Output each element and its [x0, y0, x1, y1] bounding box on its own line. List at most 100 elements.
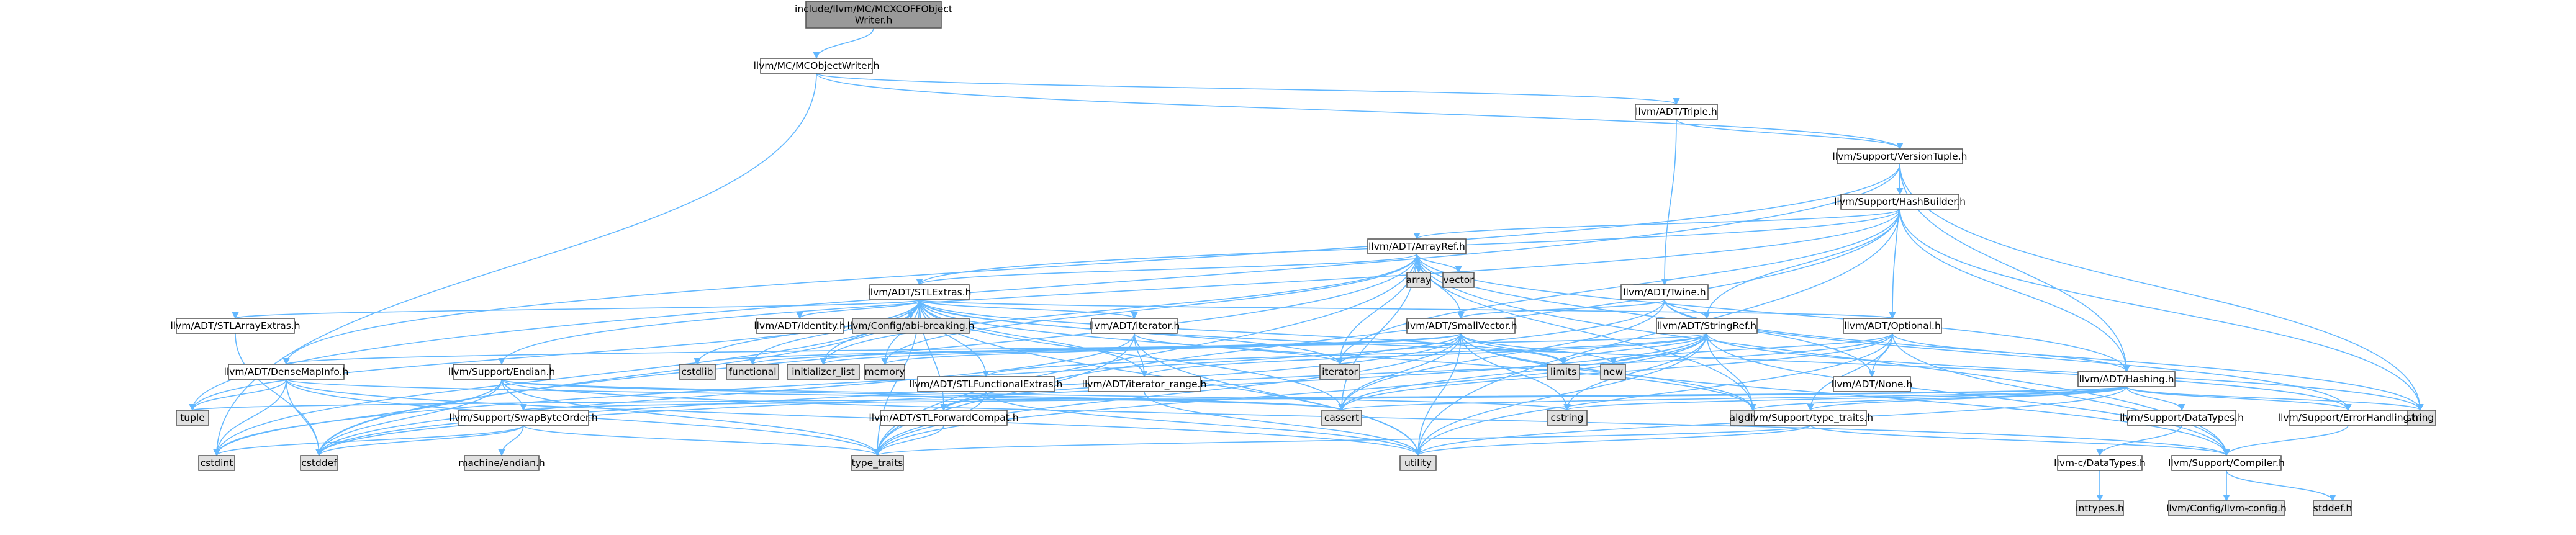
edge-stringref-to-string	[1706, 333, 2424, 411]
node-utility: utility	[1399, 455, 1437, 471]
node-confbreak-box	[852, 318, 970, 334]
node-triple[interactable]: llvm/ADT/Triple.h	[1635, 104, 1718, 120]
edge-optional-to-stlfwd	[940, 333, 1893, 411]
node-densemap[interactable]: llvm/ADT/DenseMapInfo.h	[224, 364, 349, 380]
node-tuple: tuple	[176, 410, 209, 426]
node-twine[interactable]: llvm/ADT/Twine.h	[1620, 284, 1709, 300]
node-functional-label: functional	[728, 366, 776, 377]
node-errhandling-box	[2289, 410, 2408, 426]
node-none-label: llvm/ADT/None.h	[1832, 379, 1913, 390]
node-compiler-label: llvm/Support/Compiler.h	[2168, 457, 2285, 469]
edge-hashing-to-cstring	[1563, 386, 2127, 411]
node-stlfwd-box	[880, 410, 1008, 426]
edge-arrayref-to-stlextras	[916, 253, 1417, 286]
edge-hashb-to-hashing	[1899, 209, 2130, 373]
node-stlany[interactable]: llvm/ADT/STLArrayExtras.h	[170, 318, 301, 334]
node-machendian-box	[464, 455, 540, 471]
node-mcow[interactable]: llvm/MC/MCObjectWriter.h	[754, 58, 880, 74]
node-stlextras[interactable]: llvm/ADT/STLExtras.h	[867, 284, 972, 300]
edge-stlextras-to-stlfunc	[919, 299, 990, 378]
edge-stlextras-to-limits	[919, 299, 1567, 366]
node-hashing-box	[2077, 371, 2176, 387]
node-cstddef-label: cstddef	[301, 457, 337, 469]
node-identity-label: llvm/ADT/Identity.h	[754, 320, 845, 331]
node-hashb[interactable]: llvm/Support/HashBuilder.h	[1834, 194, 1966, 210]
node-stlany-label: llvm/ADT/STLArrayExtras.h	[170, 320, 300, 331]
node-iteratorh[interactable]: llvm/ADT/iterator.h	[1089, 318, 1180, 334]
edge-vtuple-to-optional	[1889, 163, 1900, 320]
node-stlfunc-label: llvm/ADT/STLFunctionalExtras.h	[910, 379, 1063, 390]
edge-vtuple-to-densemap	[282, 163, 1900, 366]
node-type_traits-label: type_traits	[852, 457, 903, 469]
edge-smallvec-to-iterator	[1336, 333, 1462, 366]
node-iterator-box	[1319, 364, 1360, 380]
node-endian[interactable]: llvm/Support/Endian.h	[448, 364, 555, 380]
node-hashing[interactable]: llvm/ADT/Hashing.h	[2077, 371, 2176, 387]
node-stlfwd[interactable]: llvm/ADT/STLForwardCompat.h	[869, 410, 1019, 426]
node-typetraits[interactable]: llvm/Support/type_traits.h	[1748, 410, 1873, 426]
node-vtuple[interactable]: llvm/Support/VersionTuple.h	[1833, 148, 1968, 164]
node-iteratorh-box	[1091, 318, 1178, 334]
node-initlist: initializer_list	[787, 364, 860, 380]
edge-hashing-to-tuple	[190, 386, 2127, 411]
edge-datatypes-to-cdatatypes	[2096, 425, 2182, 457]
node-optional-box	[1843, 318, 1942, 334]
node-compiler[interactable]: llvm/Support/Compiler.h	[2168, 455, 2285, 471]
node-confbreak: llvm/Config/abi-breaking.h	[847, 318, 975, 334]
node-none-box	[1833, 376, 1911, 392]
node-datatypes-box	[2127, 410, 2236, 426]
node-itrange[interactable]: llvm/ADT/iterator_range.h	[1082, 376, 1207, 392]
node-smallvec[interactable]: llvm/ADT/SmallVector.h	[1404, 318, 1517, 334]
node-confbreak-label: llvm/Config/abi-breaking.h	[847, 320, 975, 331]
node-utility-label: utility	[1404, 457, 1432, 469]
node-swapbyte-box	[458, 410, 589, 426]
node-triple-label: llvm/ADT/Triple.h	[1635, 106, 1717, 117]
node-new-label: new	[1603, 366, 1623, 377]
node-cstddef: cstddef	[300, 455, 338, 471]
edge-mcow-to-vtuple	[816, 73, 1904, 150]
node-cassert-box	[1321, 410, 1362, 426]
node-swapbyte[interactable]: llvm/Support/SwapByteOrder.h	[449, 410, 598, 426]
node-mcow-box	[760, 58, 873, 74]
node-iterator-label: iterator	[1322, 366, 1358, 377]
node-densemap-label: llvm/ADT/DenseMapInfo.h	[224, 366, 349, 377]
node-stlextras-box	[869, 284, 970, 300]
node-hashing-label: llvm/ADT/Hashing.h	[2079, 374, 2174, 385]
node-initlist-box	[787, 364, 860, 380]
edge-hashing-to-string	[2126, 386, 2424, 411]
node-cassert-label: cassert	[1324, 412, 1359, 423]
node-new-box	[1600, 364, 1626, 380]
edge-optional-to-hashing	[1892, 333, 2130, 373]
edge-iteratorh-to-utility	[1134, 333, 1422, 457]
node-errhandling[interactable]: llvm/Support/ErrorHandling.h	[2278, 410, 2418, 426]
edge-arrayref-to-memory	[881, 253, 1417, 366]
node-cdatatypes[interactable]: llvm-c/DataTypes.h	[2054, 455, 2146, 471]
edge-mcow-to-cstdint	[213, 73, 817, 457]
node-typetraits-label: llvm/Support/type_traits.h	[1748, 412, 1873, 424]
node-stringref[interactable]: llvm/ADT/StringRef.h	[1656, 318, 1758, 334]
edge-hashing-to-errhandling	[2126, 386, 2352, 411]
node-vtuple-label: llvm/Support/VersionTuple.h	[1833, 151, 1968, 162]
node-memory-box	[864, 364, 905, 380]
node-root-label: Writer.h	[855, 15, 893, 26]
edge-endian-to-type_traits	[501, 379, 881, 457]
edge-smallvec-to-limits	[1460, 333, 1567, 366]
node-optional[interactable]: llvm/ADT/Optional.h	[1843, 318, 1942, 334]
node-stlfunc[interactable]: llvm/ADT/STLFunctionalExtras.h	[910, 376, 1063, 392]
node-root-box	[805, 1, 942, 29]
node-densemap-box	[228, 364, 345, 380]
node-arrayref[interactable]: llvm/ADT/ArrayRef.h	[1367, 238, 1467, 254]
node-stddef-box	[2313, 500, 2352, 516]
edge-swapbyte-to-cstddef	[315, 425, 524, 457]
node-datatypes[interactable]: llvm/Support/DataTypes.h	[2120, 410, 2244, 426]
node-endian-box	[453, 364, 551, 380]
node-stddef: stddef.h	[2313, 500, 2352, 516]
node-none[interactable]: llvm/ADT/None.h	[1832, 376, 1913, 392]
edge-arrayref-to-initlist	[820, 253, 1417, 366]
node-root-label: include/llvm/MC/MCXCOFFObject	[795, 4, 952, 15]
edge-arrayref-to-vector	[1416, 253, 1462, 274]
node-cstdint-box	[198, 455, 235, 471]
node-identity[interactable]: llvm/ADT/Identity.h	[754, 318, 846, 334]
